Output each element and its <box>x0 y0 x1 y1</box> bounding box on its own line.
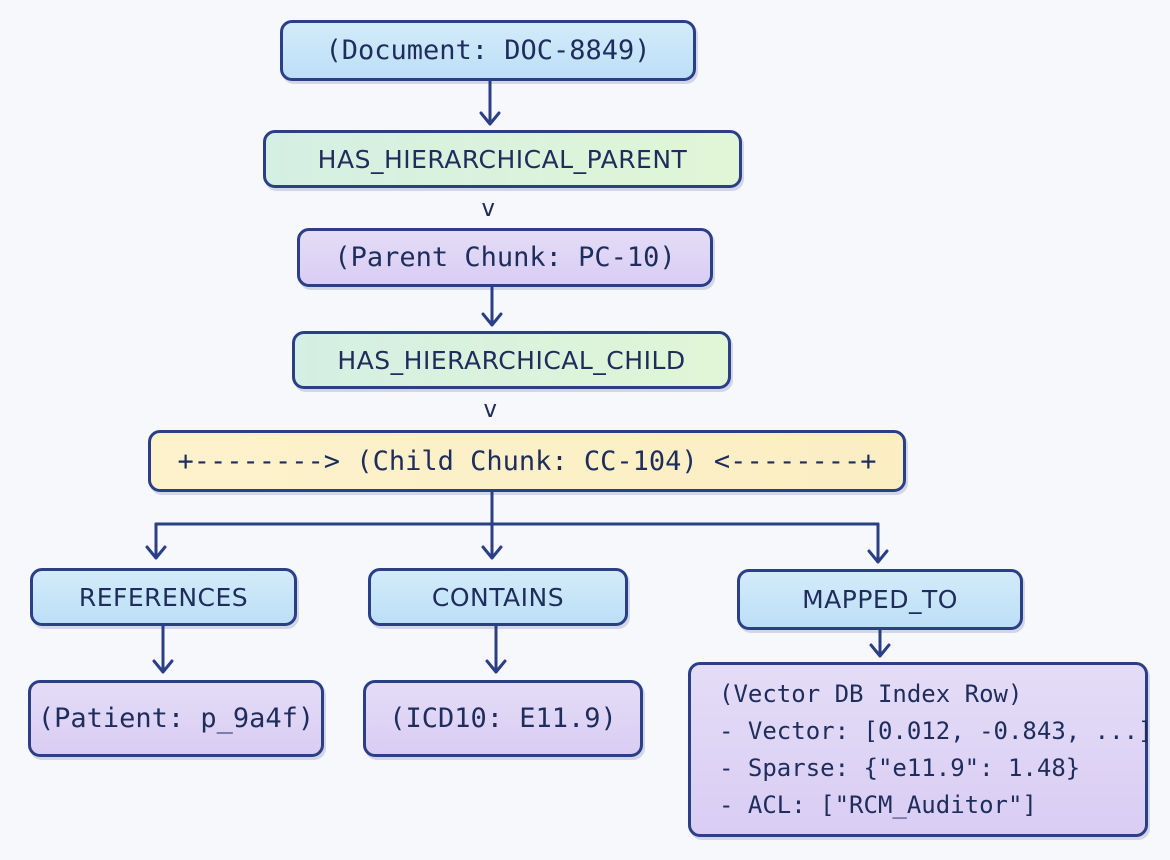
parent-chunk-node-label: (Parent Chunk: PC-10) <box>334 242 676 273</box>
arrowhead-references <box>145 545 167 560</box>
arrowhead-patient <box>152 659 174 674</box>
arrowhead-doc-to-parent-rel <box>479 111 501 126</box>
contains-edge[interactable]: CONTAINS <box>368 568 628 626</box>
document-node-label: (Document: DOC-8849) <box>325 35 651 66</box>
vector-db-index-row-node[interactable]: (Vector DB Index Row) - Vector: [0.012, … <box>688 662 1152 837</box>
vector-row-vector: - Vector: [0.012, -0.843, ...] <box>719 716 1153 745</box>
arrowhead-vector-row <box>869 643 891 658</box>
vector-row-title: (Vector DB Index Row) <box>719 679 1023 708</box>
arrowhead-parent-to-child-rel <box>481 312 503 327</box>
connector-glyph-2: v <box>483 395 498 423</box>
references-label: REFERENCES <box>78 582 249 612</box>
icd10-node[interactable]: (ICD10: E11.9) <box>363 680 643 757</box>
references-edge[interactable]: REFERENCES <box>30 568 297 626</box>
child-chunk-node-label: +--------> (Child Chunk: CC-104) <------… <box>177 445 877 477</box>
vector-row-sparse: - Sparse: {"e11.9": 1.48} <box>719 753 1081 782</box>
patient-node[interactable]: (Patient: p_9a4f) <box>28 680 324 757</box>
has-hierarchical-child-edge[interactable]: HAS_HIERARCHICAL_CHILD <box>292 331 731 389</box>
has-hierarchical-child-label: HAS_HIERARCHICAL_CHILD <box>337 345 686 375</box>
patient-node-label: (Patient: p_9a4f) <box>37 703 315 734</box>
connector-glyph-1: v <box>481 194 496 222</box>
vector-row-acl: - ACL: ["RCM_Auditor"] <box>719 790 1037 819</box>
arrowhead-icd10 <box>485 659 507 674</box>
has-hierarchical-parent-edge[interactable]: HAS_HIERARCHICAL_PARENT <box>263 130 742 188</box>
contains-label: CONTAINS <box>431 582 565 612</box>
has-hierarchical-parent-label: HAS_HIERARCHICAL_PARENT <box>317 144 688 174</box>
parent-chunk-node[interactable]: (Parent Chunk: PC-10) <box>297 228 713 287</box>
mapped-to-edge[interactable]: MAPPED_TO <box>737 569 1023 630</box>
arrowhead-contains <box>481 545 503 560</box>
mapped-to-label: MAPPED_TO <box>802 585 958 614</box>
child-chunk-node[interactable]: +--------> (Child Chunk: CC-104) <------… <box>148 430 906 492</box>
icd10-node-label: (ICD10: E11.9) <box>389 703 617 734</box>
arrowhead-mapped-to <box>867 549 889 564</box>
document-node[interactable]: (Document: DOC-8849) <box>280 20 696 81</box>
